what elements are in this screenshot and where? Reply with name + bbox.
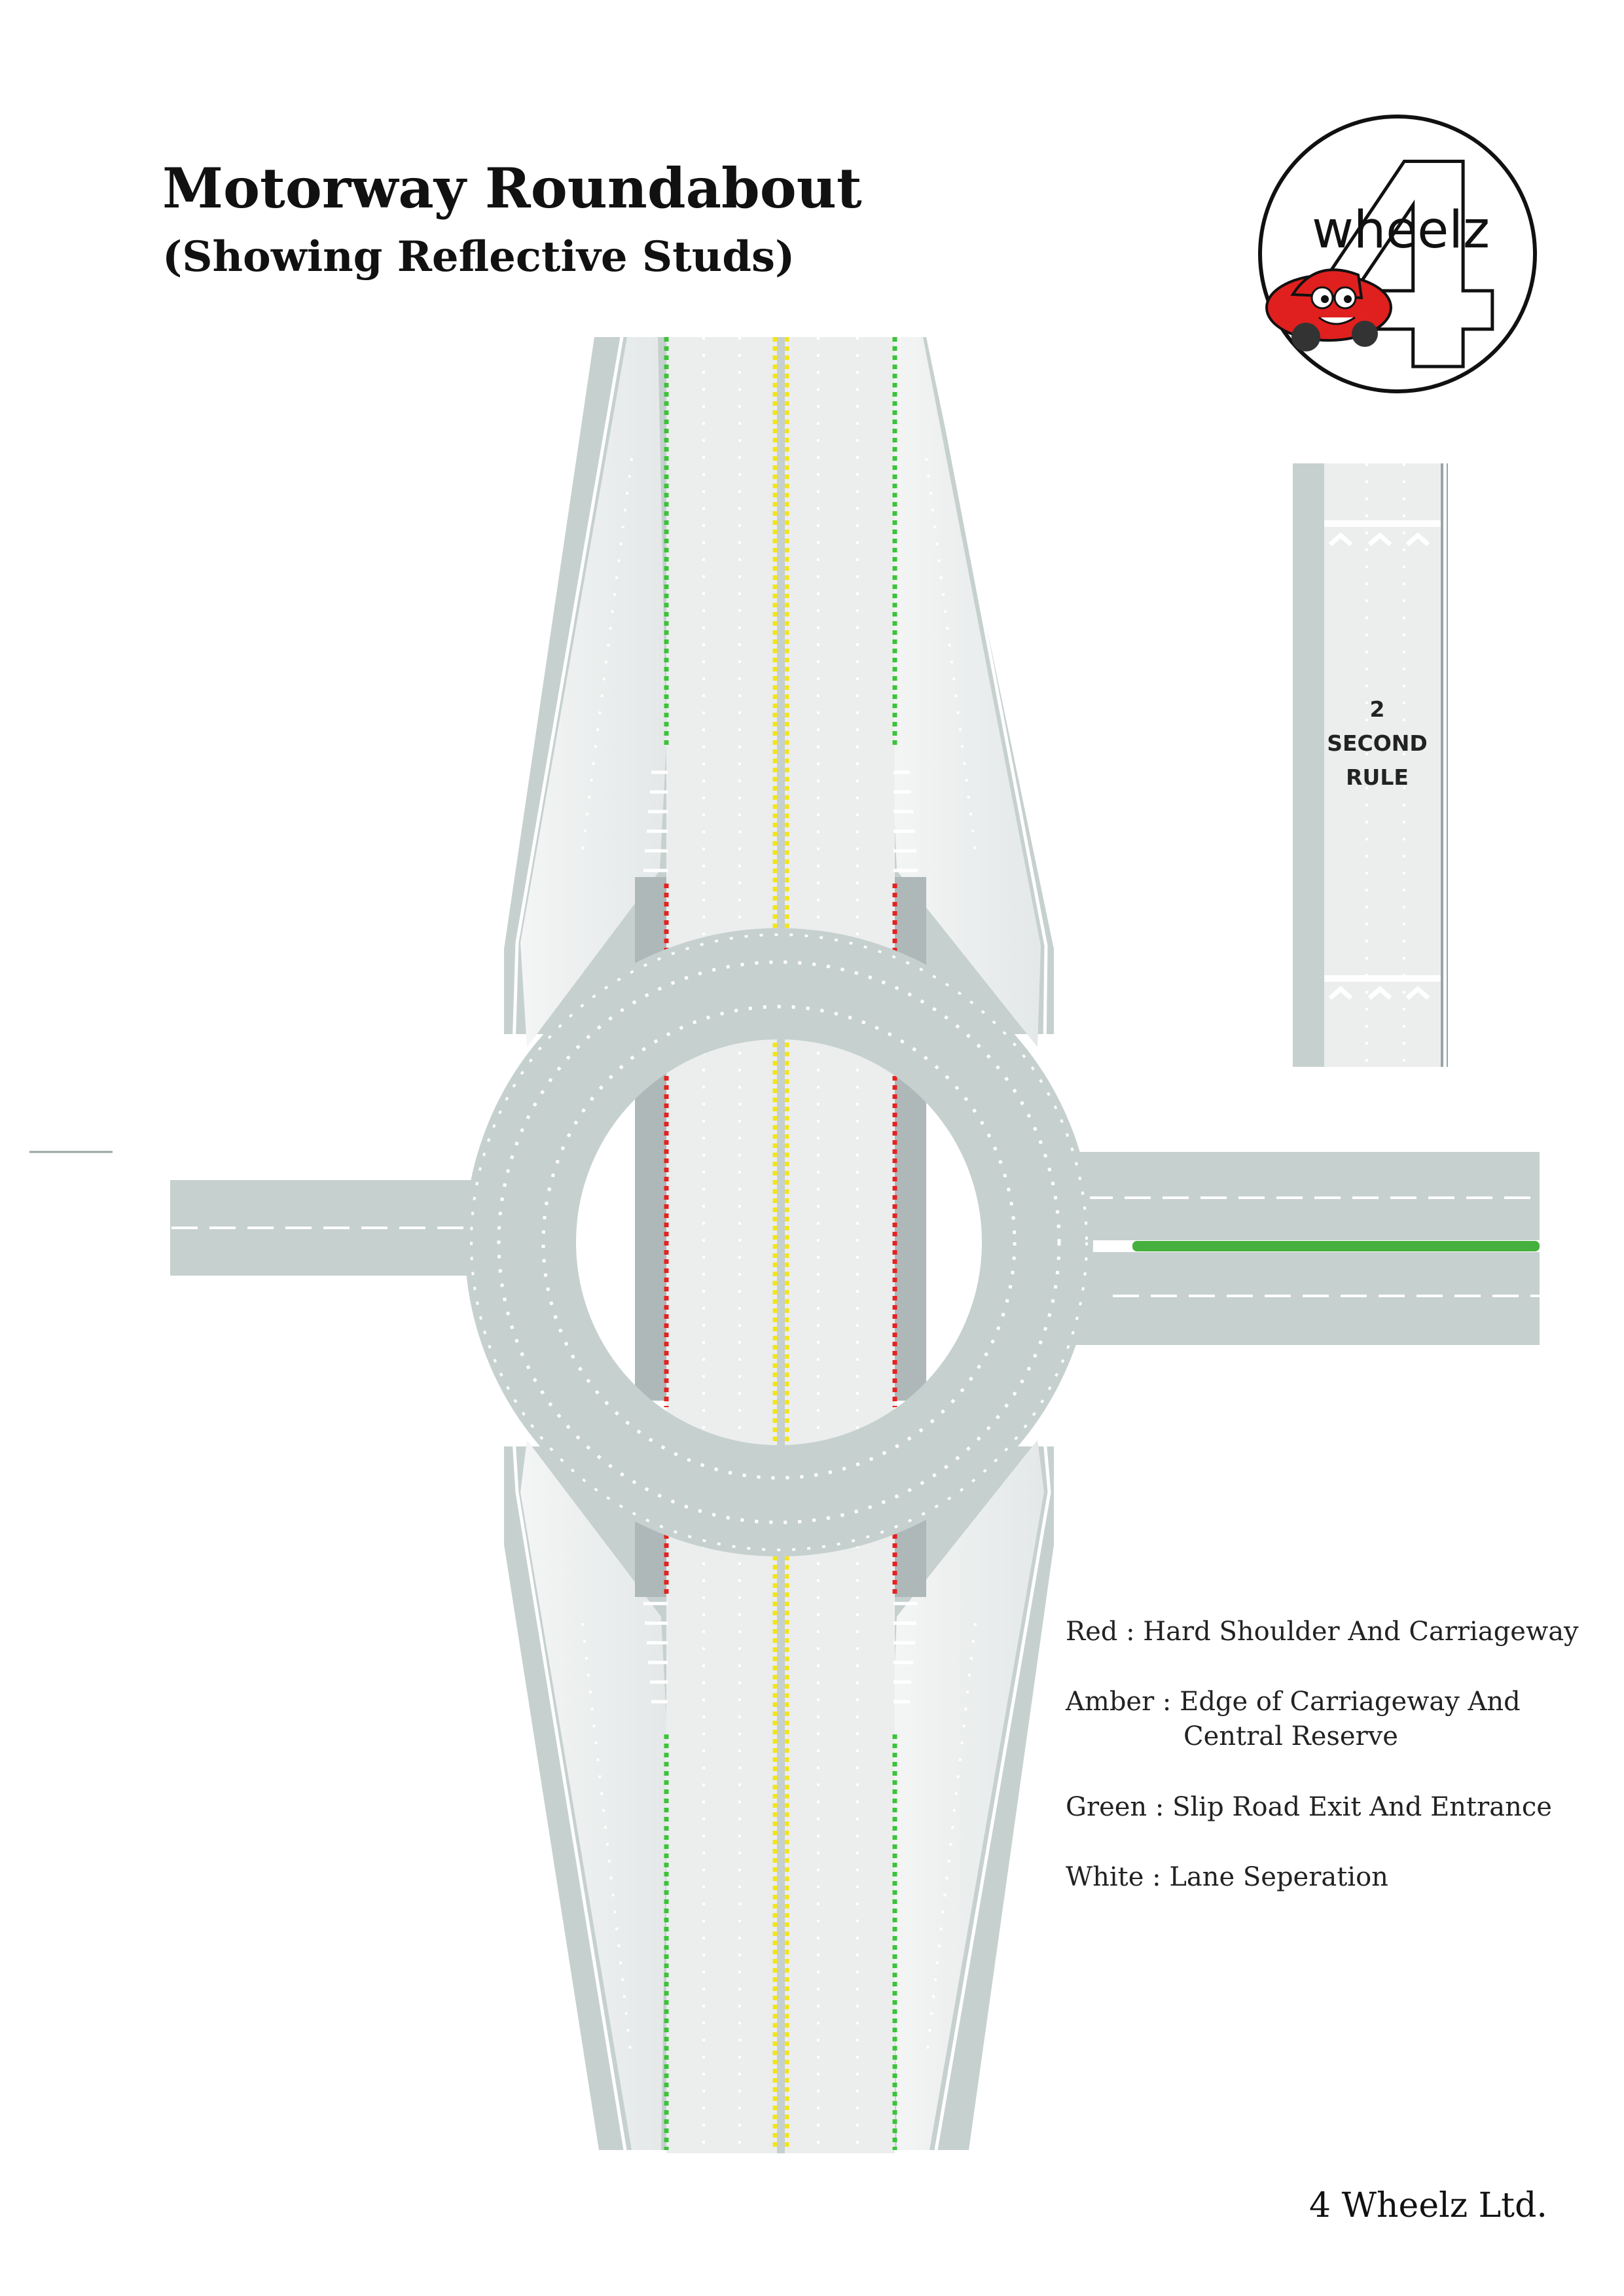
east-road [1074,1152,1540,1345]
grass-verge [1132,1241,1540,1251]
rule-line-2: SECOND [1327,730,1428,756]
west-road [170,1180,471,1276]
northbound-carriageway [782,337,895,2153]
rule-line-1: 2 [1369,696,1385,722]
green-studs [664,337,897,2150]
red-cartoon-car-icon [1265,268,1392,351]
legend-white: White : Lane Seperation [1066,1862,1388,1892]
footer-company: 4 Wheelz Ltd. [1309,2186,1547,2225]
legend-amber: Amber : Edge of Carriageway And [1066,1687,1521,1717]
south-east-slip-road [892,1440,1044,2150]
page-subtitle: (Showing Reflective Studs) [162,232,795,281]
motorway [504,336,1054,2153]
hatch-markings [643,770,918,1704]
logo-word: wheelz [1312,201,1490,260]
logo-number: 4 [1309,106,1505,433]
legend-green: Green : Slip Road Exit And Entrance [1066,1792,1552,1822]
red-studs [664,884,897,1597]
legend-red: Red : Hard Shoulder And Carriageway [1066,1617,1579,1647]
rule-line-3: RULE [1346,764,1409,790]
north-east-slip-road [890,337,1041,1047]
roundabout-ring [465,928,1093,1556]
legend-amber-cont: Central Reserve [1183,1721,1398,1751]
two-second-rule-panel [1293,463,1448,1067]
two-second-rule-label: 2 SECOND RULE [1317,692,1437,795]
south-west-slip-road [520,1440,668,2150]
southbound-carriageway [666,337,779,2153]
north-west-slip-road [520,337,666,1047]
page-title: Motorway Roundabout [162,156,862,221]
company-logo: 4 wheelz [1258,105,1537,435]
